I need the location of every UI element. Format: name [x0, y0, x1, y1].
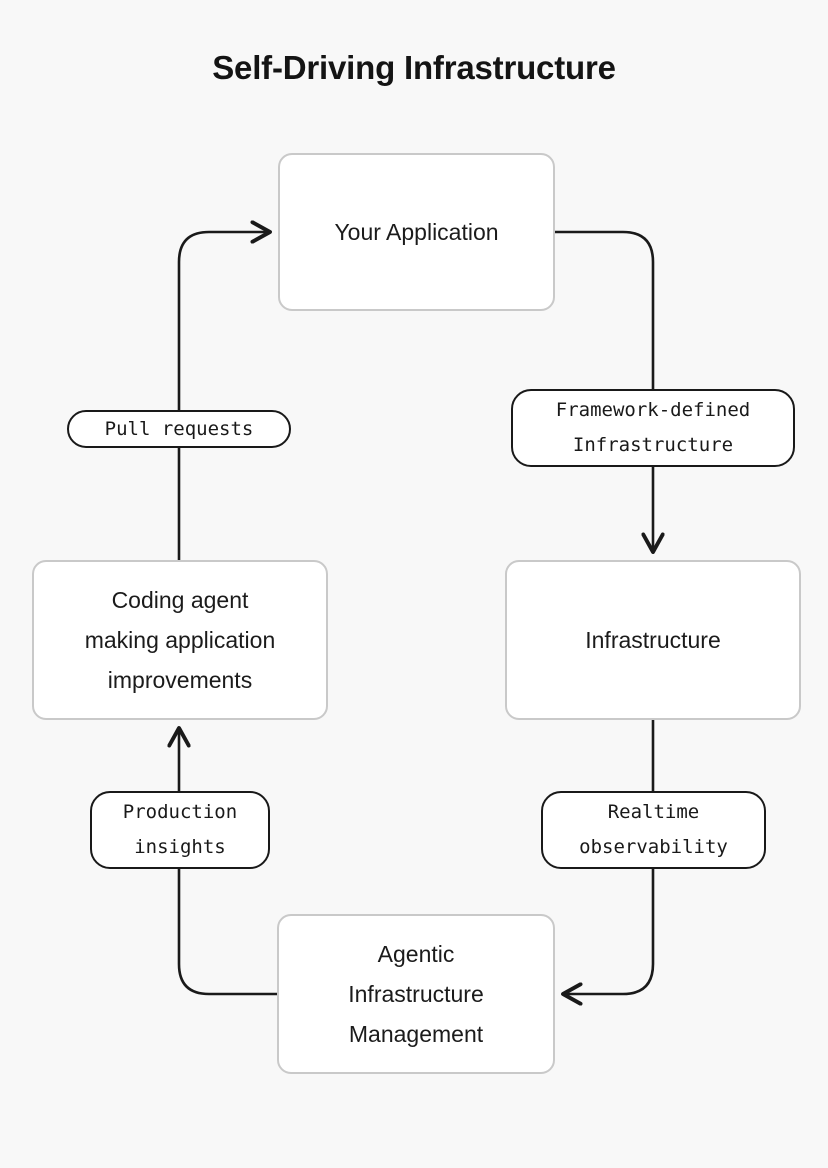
- edge-label-production-insights: Production insights: [90, 791, 270, 869]
- edge-infrastructure-to-agentic-lower: [561, 867, 655, 1006]
- node-agentic-infrastructure-management-label: Agentic Infrastructure Management: [348, 941, 484, 1047]
- node-infrastructure-label: Infrastructure: [585, 627, 721, 653]
- node-coding-agent-label: Coding agent making application improvem…: [84, 587, 276, 693]
- page-title: Self-Driving Infrastructure: [212, 49, 616, 86]
- edge-coding-agent-to-app-upper: [177, 220, 272, 412]
- edge-label-realtime-observability: Realtime observability: [541, 791, 766, 869]
- edge-agentic-to-coding-agent-lower: [177, 867, 279, 996]
- node-coding-agent[interactable]: Coding agent making application improvem…: [32, 560, 328, 720]
- edge-label-framework-defined-infrastructure: Framework-defined Infrastructure: [511, 389, 795, 467]
- node-your-application-label: Your Application: [334, 219, 499, 245]
- node-your-application[interactable]: Your Application: [278, 153, 555, 311]
- edge-app-to-infrastructure-upper: [553, 230, 655, 391]
- node-infrastructure[interactable]: Infrastructure: [505, 560, 801, 720]
- node-agentic-infrastructure-management[interactable]: Agentic Infrastructure Management: [277, 914, 555, 1074]
- edge-label-pull-requests: Pull requests: [67, 410, 291, 448]
